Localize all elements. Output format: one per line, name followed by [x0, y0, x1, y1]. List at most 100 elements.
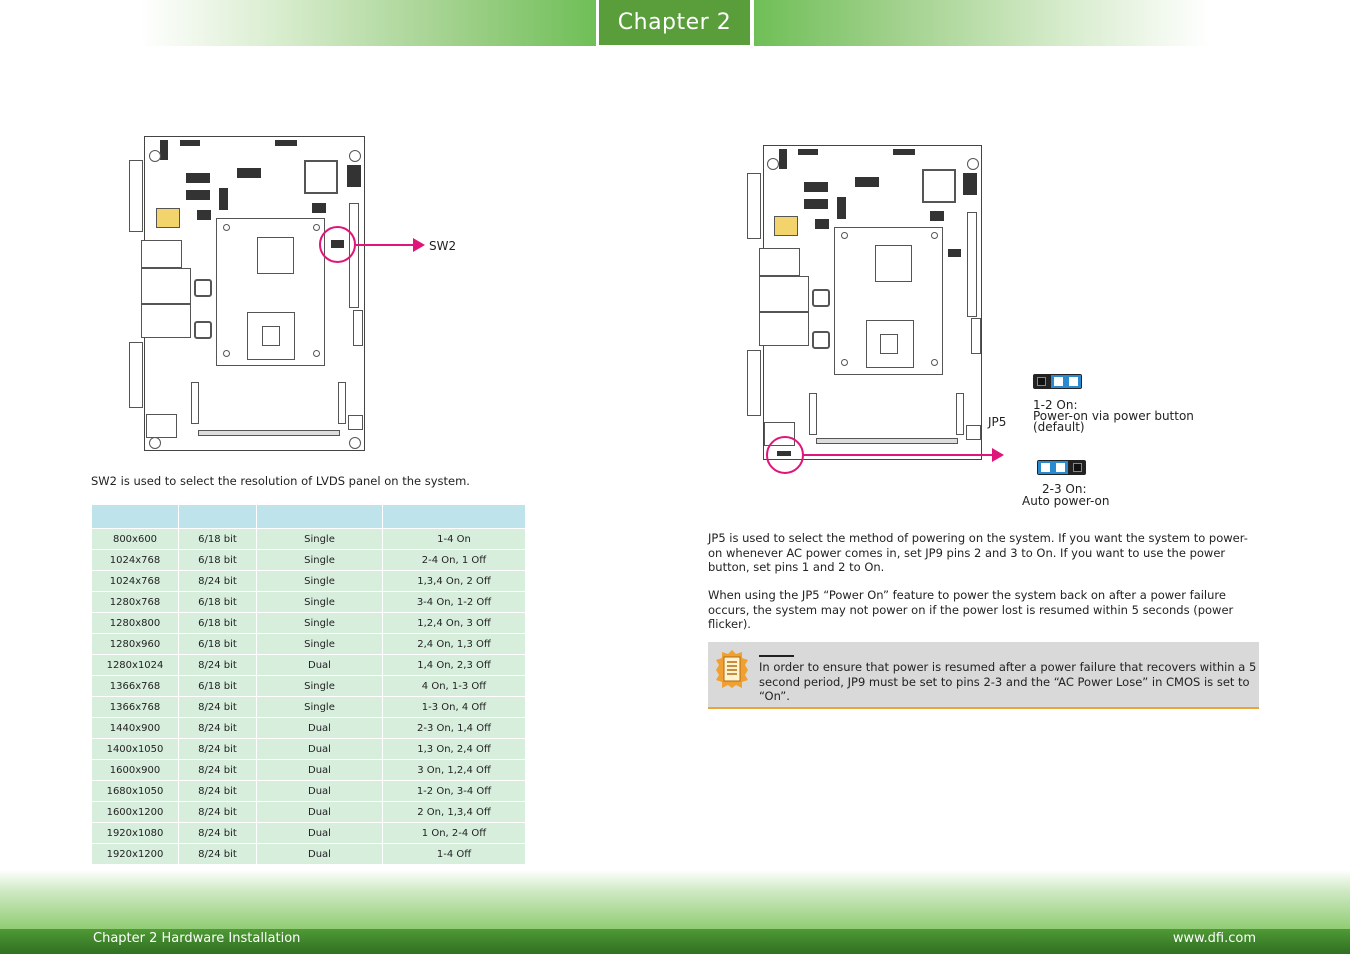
- table-cell: Dual: [256, 801, 383, 823]
- table-cell: Single: [256, 549, 383, 571]
- table-cell: 1600x900: [91, 759, 179, 781]
- table-cell: Dual: [256, 843, 383, 865]
- table-cell: Single: [256, 612, 383, 634]
- sw2-arrow-icon: [413, 238, 425, 252]
- table-cell: 8/24 bit: [178, 570, 257, 592]
- table-cell: 1920x1080: [91, 822, 179, 844]
- table-cell: 6/18 bit: [178, 675, 257, 697]
- table-header-row: [91, 504, 526, 529]
- table-cell: 1680x1050: [91, 780, 179, 802]
- table-cell: 3-4 On, 1-2 Off: [382, 591, 526, 613]
- table-cell: 3 On, 1,2,4 Off: [382, 759, 526, 781]
- table-cell: 1366x768: [91, 675, 179, 697]
- jp5-arrow-icon: [992, 448, 1004, 462]
- table-cell: 6/18 bit: [178, 633, 257, 655]
- note-text: In order to ensure that power is resumed…: [759, 660, 1257, 703]
- option1-title: 1-2 On:: [1033, 398, 1078, 412]
- table-cell: 1024x768: [91, 549, 179, 571]
- sw2-description: SW2 is used to select the resolution of …: [91, 474, 470, 488]
- table-cell: Single: [256, 633, 383, 655]
- table-cell: 4 On, 1-3 Off: [382, 675, 526, 697]
- table-cell: 2,4 On, 1,3 Off: [382, 633, 526, 655]
- table-cell: Single: [256, 696, 383, 718]
- table-cell: 1 On, 2-4 Off: [382, 822, 526, 844]
- footer-chapter-title: Chapter 2 Hardware Installation: [93, 931, 301, 946]
- note-rule: [759, 655, 794, 657]
- table-cell: 2-3 On, 1,4 Off: [382, 717, 526, 739]
- table-cell: 1,3,4 On, 2 Off: [382, 570, 526, 592]
- header-gradient-left: [140, 0, 596, 46]
- table-header-cell: [382, 504, 526, 529]
- jp5-label: JP5: [988, 415, 1007, 429]
- table-cell: 1400x1050: [91, 738, 179, 760]
- option2-description: Auto power-on: [1022, 494, 1110, 508]
- table-cell: Dual: [256, 822, 383, 844]
- jp5-callout-line: [803, 454, 993, 456]
- table-header-cell: [256, 504, 383, 529]
- option1-default-note: (default): [1033, 420, 1085, 434]
- table-cell: Dual: [256, 780, 383, 802]
- table-cell: 8/24 bit: [178, 759, 257, 781]
- option1-description: Power-on via power button: [1033, 409, 1194, 423]
- sw2-highlight-ring: [319, 226, 356, 263]
- table-header-cell: [91, 504, 179, 529]
- footer-bar: [0, 929, 1350, 954]
- sw2-label: SW2: [429, 239, 457, 253]
- option2-title: 2-3 On:: [1042, 482, 1087, 496]
- table-cell: Single: [256, 591, 383, 613]
- chapter-tab: Chapter 2: [599, 0, 750, 45]
- sw2-callout-line: [356, 244, 414, 246]
- table-cell: 8/24 bit: [178, 822, 257, 844]
- table-cell: 1,4 On, 2,3 Off: [382, 654, 526, 676]
- table-cell: 8/24 bit: [178, 780, 257, 802]
- table-cell: 1024x768: [91, 570, 179, 592]
- jp5-paragraph-2: When using the JP5 “Power On” feature to…: [708, 588, 1234, 631]
- table-cell: 6/18 bit: [178, 528, 257, 550]
- table-cell: 1920x1200: [91, 843, 179, 865]
- table-cell: 1366x768: [91, 696, 179, 718]
- table-cell: 8/24 bit: [178, 738, 257, 760]
- table-cell: 1-4 On: [382, 528, 526, 550]
- jumper-1-2-on-icon: [1033, 374, 1082, 389]
- table-cell: 1440x900: [91, 717, 179, 739]
- table-cell: 8/24 bit: [178, 696, 257, 718]
- table-cell: 1-3 On, 4 Off: [382, 696, 526, 718]
- table-cell: 1280x960: [91, 633, 179, 655]
- jumper-2-3-on-icon: [1037, 460, 1086, 475]
- table-cell: 2 On, 1,3,4 Off: [382, 801, 526, 823]
- table-cell: 800x600: [91, 528, 179, 550]
- table-cell: Single: [256, 528, 383, 550]
- table-cell: Dual: [256, 654, 383, 676]
- table-cell: 1,3 On, 2,4 Off: [382, 738, 526, 760]
- table-cell: 6/18 bit: [178, 612, 257, 634]
- table-cell: 1600x1200: [91, 801, 179, 823]
- table-cell: 2-4 On, 1 Off: [382, 549, 526, 571]
- table-cell: 8/24 bit: [178, 717, 257, 739]
- note-box: In order to ensure that power is resumed…: [708, 642, 1259, 709]
- table-header-cell: [178, 504, 257, 529]
- header-gradient-right: [754, 0, 1210, 46]
- table-cell: Dual: [256, 738, 383, 760]
- table-cell: 6/18 bit: [178, 549, 257, 571]
- table-cell: 8/24 bit: [178, 801, 257, 823]
- footer-website-link[interactable]: www.dfi.com: [1172, 931, 1256, 946]
- table-cell: 1280x1024: [91, 654, 179, 676]
- jp5-highlight-ring: [766, 436, 804, 474]
- table-cell: Single: [256, 570, 383, 592]
- table-cell: 1280x768: [91, 591, 179, 613]
- table-cell: Dual: [256, 717, 383, 739]
